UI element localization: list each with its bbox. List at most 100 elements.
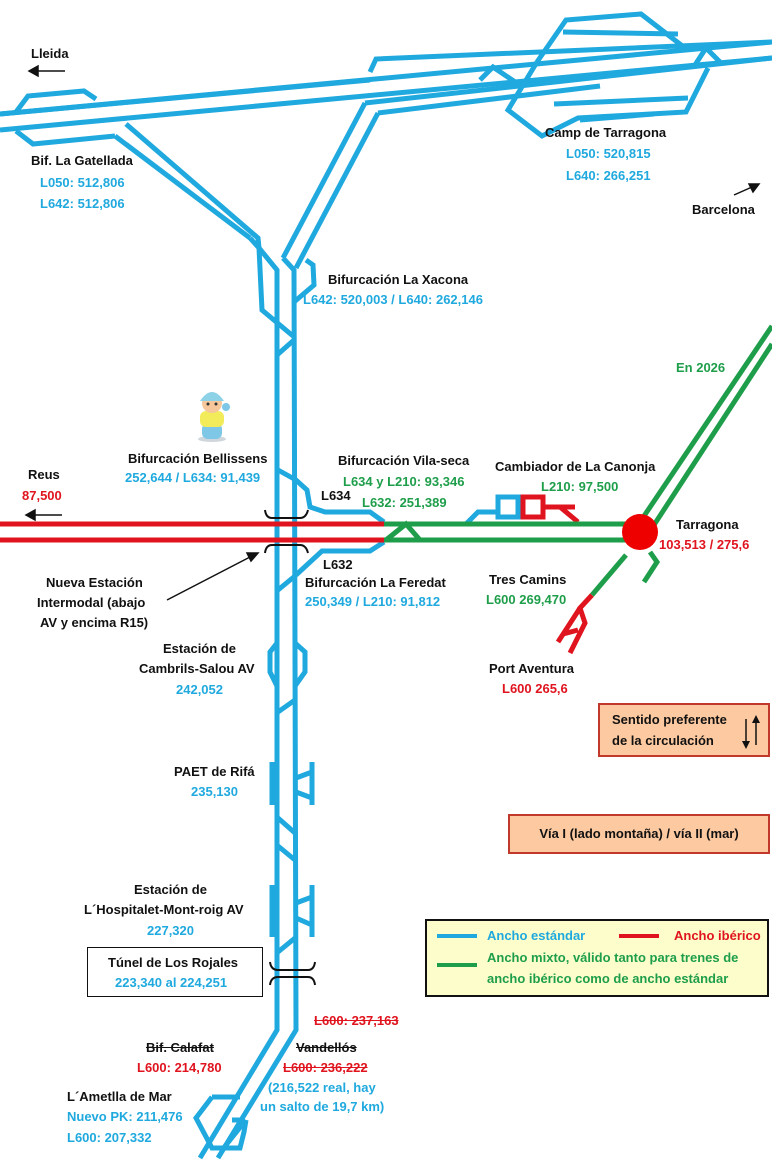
station-name-line1: Estación de	[163, 641, 236, 656]
station-pk: L600 265,6	[502, 681, 568, 696]
station-name: Tarragona	[676, 517, 739, 532]
rifa-siding-left	[269, 762, 279, 806]
legend-mixed-line2: ancho ibérico como de ancho estándar	[487, 971, 729, 986]
station-note-line2: un salto de 19,7 km)	[260, 1099, 385, 1114]
camp-crossover-1	[478, 63, 520, 87]
camp-corridor-mid	[364, 55, 772, 106]
station-pk: 227,320	[147, 923, 194, 938]
rifa-crossover-2	[276, 844, 297, 862]
camp-platform-1	[562, 29, 679, 37]
station-name: PAET de Rifá	[174, 764, 255, 779]
station-pk: 103,513 / 275,6	[659, 537, 750, 552]
tunnel-bracket-bottom	[269, 976, 316, 986]
direction-lleida: Lleida	[31, 46, 69, 61]
station-name: Bifurcación Bellissens	[128, 451, 268, 466]
station-name: Bifurcación La Xacona	[328, 272, 469, 287]
tunnel-name: Túnel de Los Rojales	[108, 955, 239, 970]
note-preferred-direction: Sentido preferente de la circulación	[598, 703, 770, 757]
canonja-red-spur	[545, 504, 580, 524]
tag-l634: L634	[321, 488, 351, 503]
note-track-sides: Vía I (lado montaña) / vía II (mar)	[508, 814, 770, 854]
tarragona-station-dot	[622, 514, 658, 550]
track-2026-b	[649, 342, 772, 530]
station-name-line3: AV y encima R15)	[40, 615, 149, 630]
intermodal-brackets	[264, 509, 316, 986]
station-name-line2: Intermodal (abajo	[37, 595, 146, 610]
track-l640-a	[280, 101, 368, 260]
station-pk: L634 y L210: 93,346	[343, 474, 465, 489]
direction-arrows	[24, 64, 761, 601]
xacona-link	[248, 236, 295, 338]
legend-iberian-swatch	[619, 934, 659, 938]
camp-crossover-2	[692, 44, 722, 67]
station-pk: 252,644 / L634: 91,439	[125, 470, 261, 485]
station-pk: 87,500	[22, 488, 62, 503]
gatellada-siding-bottom	[14, 129, 116, 147]
track-l640-b	[293, 111, 381, 270]
station-pk: 250,349 / L210: 91,812	[305, 594, 441, 609]
station-pk: 242,052	[176, 682, 223, 697]
station-name-line1: Nueva Estación	[46, 575, 143, 590]
station-name: Reus	[28, 467, 60, 482]
note-line2: de la circulación	[612, 733, 714, 748]
station-pk: L632: 251,389	[362, 495, 447, 510]
legend-iberian-label: Ancho ibérico	[674, 928, 761, 943]
camp-platform-3	[579, 111, 655, 123]
station-pk: L600: 214,780	[137, 1060, 222, 1075]
station-note-line1: (216,522 real, hay	[268, 1080, 376, 1095]
note-text: Vía I (lado montaña) / vía II (mar)	[539, 826, 739, 841]
station-pk: L642: 512,806	[40, 196, 125, 211]
note-line1: Sentido preferente	[612, 712, 727, 727]
rifa-crossover-1	[276, 816, 297, 835]
canonja-blue-spur	[464, 509, 500, 526]
gatellada-siding-top	[14, 88, 98, 114]
label-en-2026: En 2026	[676, 360, 726, 375]
feredat-crossover	[276, 574, 297, 592]
cambrils-crossover	[276, 697, 297, 715]
camp-platform-2	[553, 95, 689, 107]
station-pk: L600: 207,332	[67, 1130, 152, 1145]
legend-mixed-swatch	[437, 963, 477, 967]
iberian-gauge-tracks	[0, 521, 594, 655]
station-name-line2: L´Hospitalet-Mont-roig AV	[84, 902, 244, 917]
xacona-crossover	[275, 338, 296, 357]
camp-corridor-low	[377, 83, 601, 116]
station-pk: L600 269,470	[486, 592, 567, 607]
station-pk: L050: 520,815	[566, 146, 651, 161]
station-name: Port Aventura	[489, 661, 574, 676]
station-pk: L642: 520,003 / L640: 262,146	[303, 292, 483, 307]
camp-hex-bottom	[504, 60, 711, 139]
camp-corridor-join	[0, 77, 371, 117]
ametlla-siding-right	[220, 1117, 248, 1152]
station-name: Cambiador de La Canonja	[495, 459, 656, 474]
tunnel-pk: 223,340 al 224,251	[115, 975, 228, 990]
legend-mixed-line1: Ancho mixto, válido tanto para trenes de	[487, 950, 739, 965]
up-down-arrows-icon	[742, 715, 760, 749]
rifa-siding-right	[295, 762, 315, 805]
vandellos-old-pk-top: L600: 237,163	[314, 1013, 399, 1028]
track-l632	[294, 539, 386, 577]
canonja-changer-iberian	[520, 494, 546, 520]
legend-standard-swatch	[437, 934, 477, 938]
station-pk: Nuevo PK: 211,476	[67, 1109, 183, 1124]
hospitalet-siding-left	[269, 885, 280, 937]
station-name: Bif. La Gatellada	[31, 153, 133, 168]
standard-gauge-tracks	[0, 11, 772, 1160]
track-2026-a	[637, 324, 772, 524]
xacona-link-2	[292, 257, 317, 304]
cambrils-siding-left	[267, 641, 280, 688]
station-name: Tres Camins	[489, 572, 567, 587]
track-main-via2	[215, 256, 299, 1160]
tag-l632: L632	[323, 557, 353, 572]
legend: Ancho estándar Ancho ibérico Ancho mixto…	[425, 919, 769, 997]
station-pk: L050: 512,806	[40, 175, 125, 190]
mixed-gauge-tracks	[384, 324, 772, 597]
canonja-changer-standard	[495, 494, 521, 520]
track-l634	[276, 467, 386, 525]
station-pk: L640: 266,251	[566, 168, 651, 183]
station-name-line2: Cambrils-Salou AV	[139, 661, 255, 676]
station-name: Vandellós	[296, 1040, 357, 1055]
arrow-barcelona	[733, 186, 753, 196]
cambrils-siding-right	[292, 641, 308, 688]
